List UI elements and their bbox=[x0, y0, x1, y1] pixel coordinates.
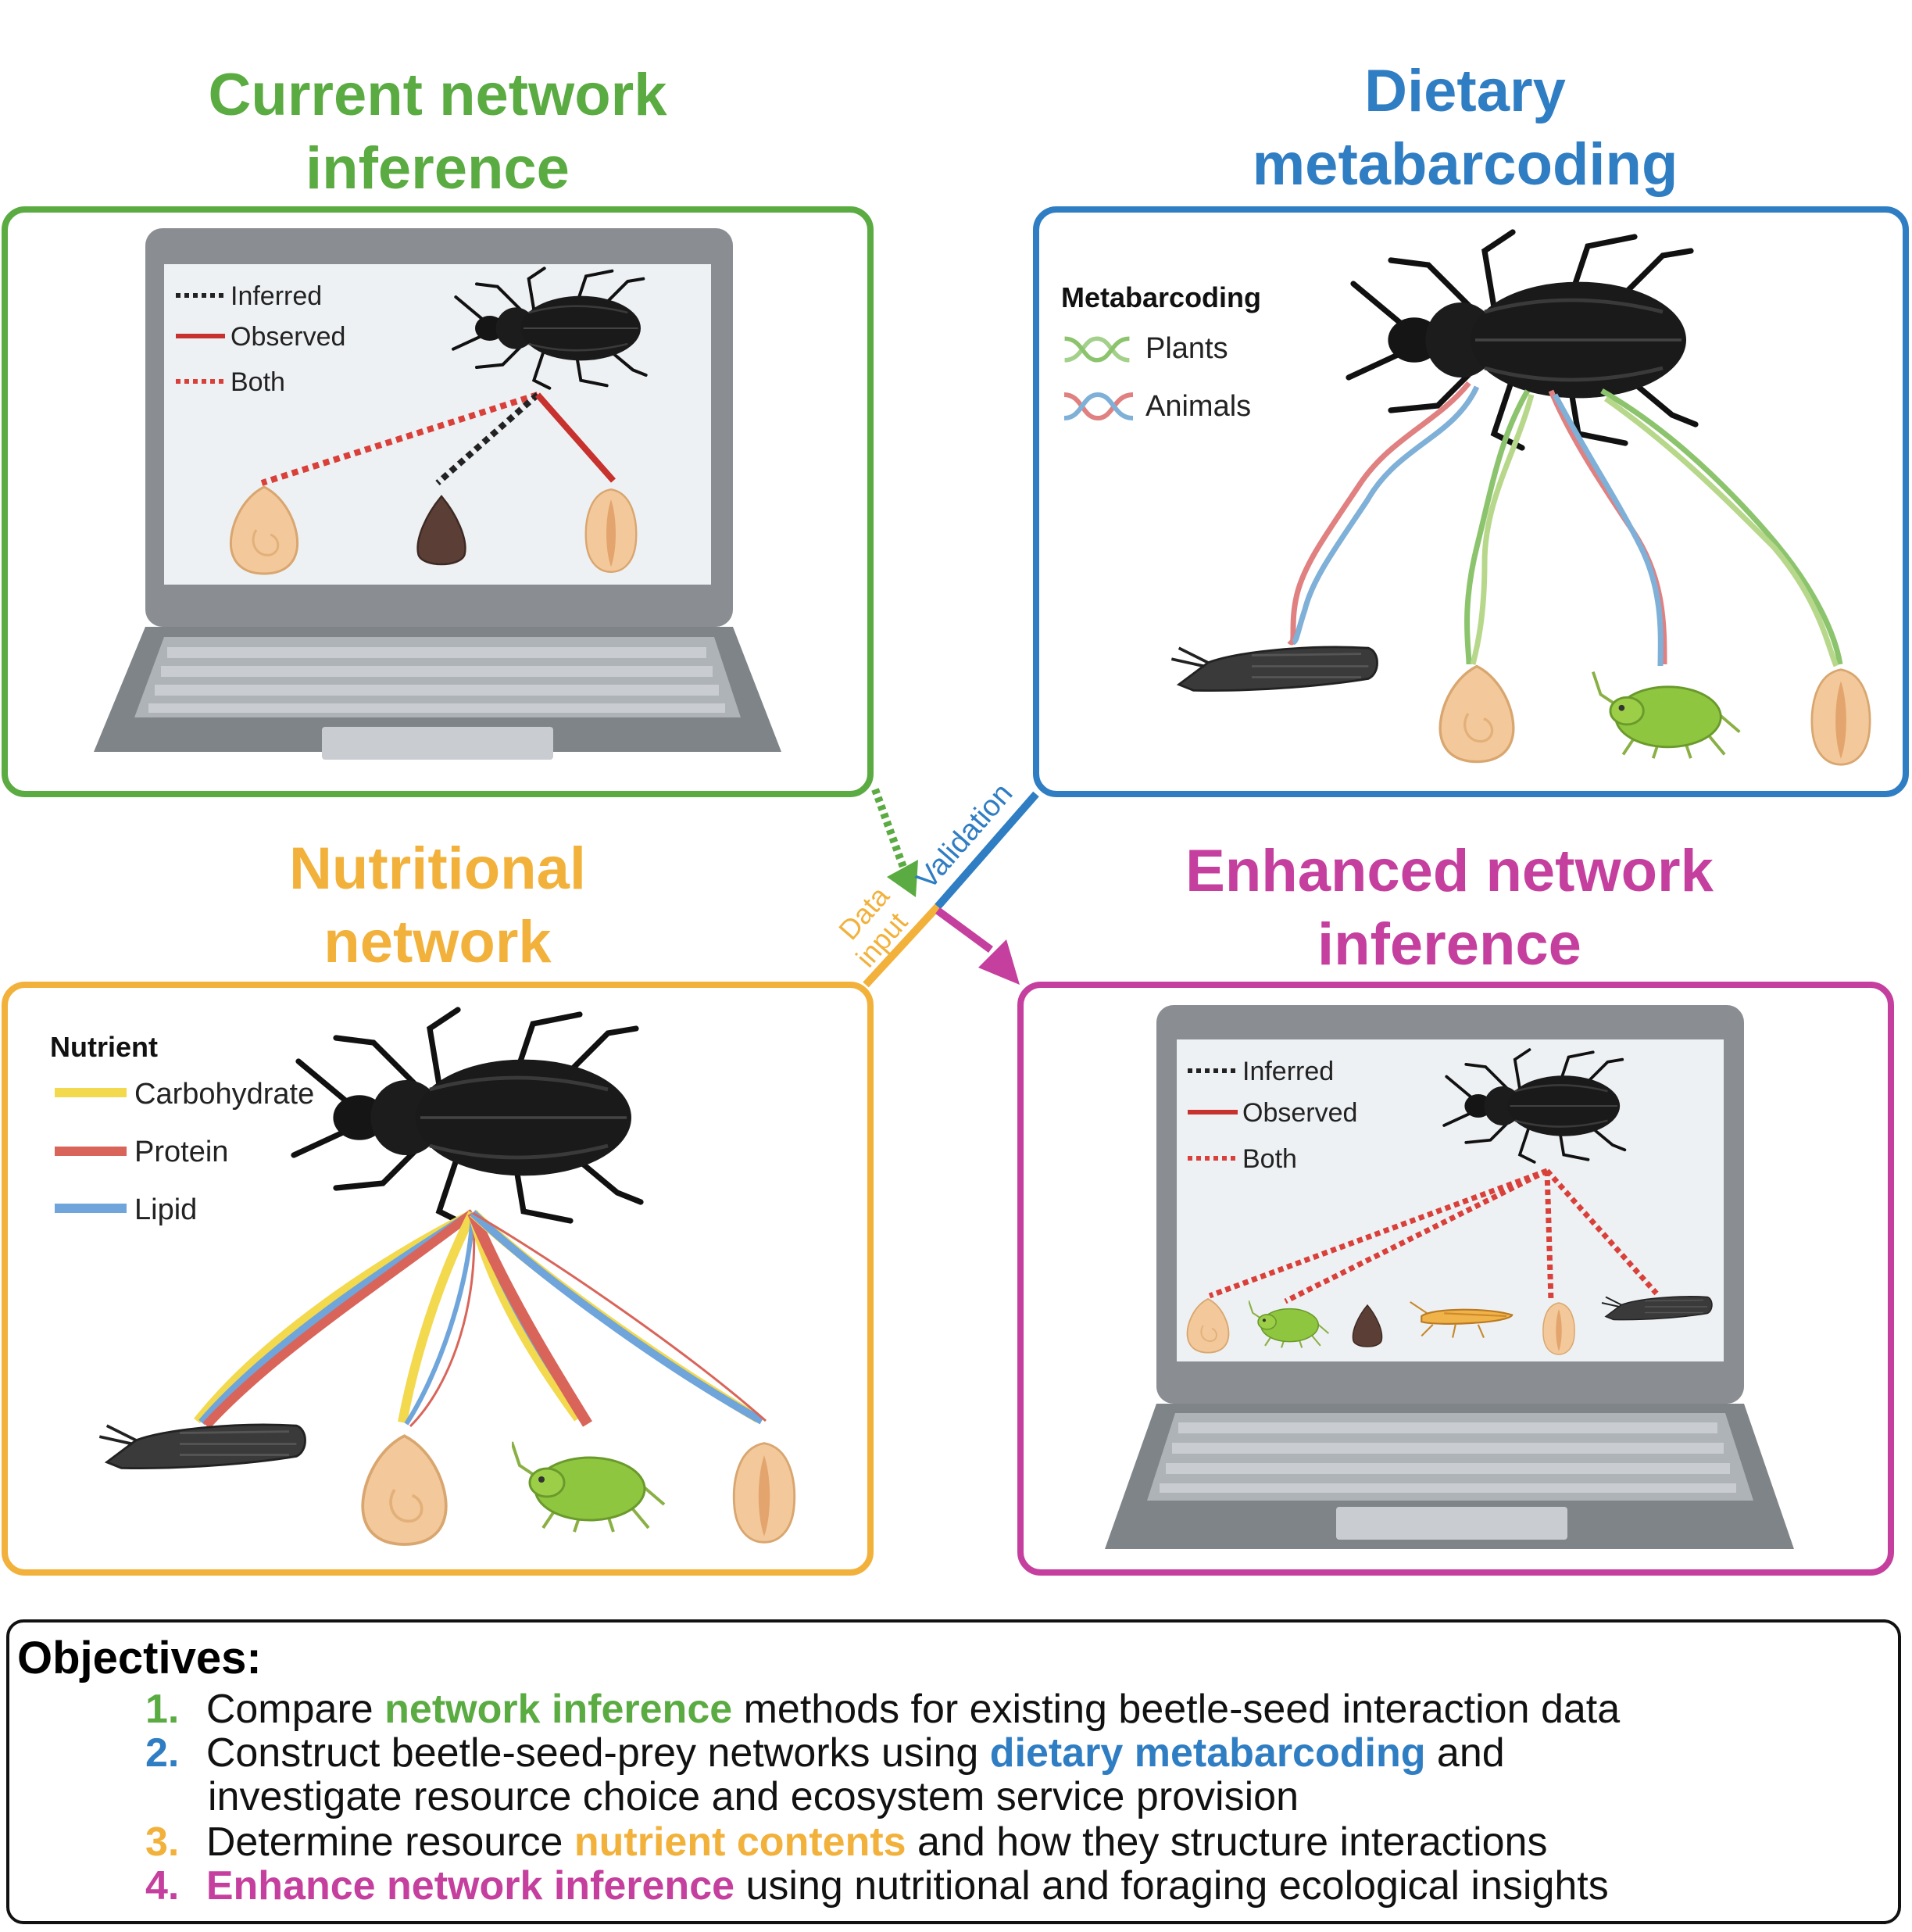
nutritional-legend-title: Nutrient bbox=[50, 1031, 158, 1063]
link-inferred bbox=[435, 392, 540, 485]
objective-3-highlight: nutrient contents bbox=[574, 1819, 906, 1865]
dietary-legend: Metabarcoding Plants Animals bbox=[1061, 281, 1261, 423]
nutritional-seed-long-icon bbox=[732, 1441, 796, 1544]
data-input-arrow-shaft bbox=[871, 788, 909, 873]
objective-2-highlight: dietary metabarcoding bbox=[989, 1730, 1426, 1776]
objective-4-number: 4. bbox=[145, 1863, 180, 1909]
enh-legend-inferred-label: Inferred bbox=[1242, 1057, 1334, 1086]
nutritional-beetle-icon bbox=[294, 1010, 641, 1225]
legend-observed-label: Observed bbox=[231, 322, 345, 352]
current-title: Current network inference bbox=[117, 59, 758, 206]
connector: Validation Data input bbox=[832, 778, 1039, 988]
dietary-aphid-icon bbox=[1591, 670, 1742, 760]
dietary-legend-title: Metabarcoding bbox=[1061, 281, 1261, 313]
enh-legend-observed-label: Observed bbox=[1242, 1098, 1357, 1128]
objectives-title: Objectives: bbox=[17, 1633, 262, 1683]
nutritional-seed-round-icon bbox=[361, 1434, 448, 1546]
enhanced-legend: Inferred Observed Both bbox=[1188, 1057, 1357, 1174]
legend-animals-label: Animals bbox=[1145, 390, 1251, 423]
dietary-title-line1: Dietary bbox=[1364, 58, 1566, 124]
objective-3-post: and how they structure interactions bbox=[906, 1819, 1548, 1865]
enhanced-panel-frame bbox=[1017, 982, 1894, 1576]
objective-3-pre: Determine resource bbox=[205, 1819, 574, 1865]
objective-2-number: 2. bbox=[145, 1730, 180, 1776]
objective-1: 1. Compare network inference methods for… bbox=[145, 1687, 1620, 1732]
legend-carbohydrate-label: Carbohydrate bbox=[134, 1078, 314, 1111]
data-input-arrow-head bbox=[887, 860, 918, 897]
dietary-title: Dietary metabarcoding bbox=[1125, 55, 1805, 202]
legend-plants-label: Plants bbox=[1145, 332, 1228, 365]
objective-1-number: 1. bbox=[145, 1687, 180, 1732]
nutritional-title: Nutritional network bbox=[117, 832, 758, 979]
enhanced-links bbox=[1208, 1168, 1659, 1304]
objective-4-post: using nutritional and foraging ecologica… bbox=[734, 1863, 1609, 1909]
link-both bbox=[260, 392, 539, 486]
enhanced-title-line2: inference bbox=[1317, 911, 1581, 978]
plants-dna-icon bbox=[1065, 338, 1130, 360]
enhanced-seed-long-icon bbox=[1542, 1302, 1576, 1355]
diagram-canvas: Inferred Observed Both Metabarcoding Pla… bbox=[2, 206, 1909, 1576]
nutritional-slug-icon bbox=[98, 1423, 307, 1470]
legend-both-label: Both bbox=[231, 367, 285, 397]
objectives-box bbox=[6, 1619, 1901, 1924]
current-legend: Inferred Observed Both bbox=[176, 281, 345, 397]
nutritional-legend: Nutrient Carbohydrate Protein Lipid bbox=[50, 1031, 314, 1226]
nutritional-panel-frame bbox=[2, 982, 874, 1576]
current-panel-frame bbox=[2, 206, 874, 797]
dietary-panel-frame bbox=[1033, 206, 1909, 797]
seed-long-icon bbox=[584, 488, 638, 574]
current-laptop bbox=[94, 228, 781, 760]
legend-lipid-label: Lipid bbox=[134, 1193, 197, 1226]
objective-1-post: methods for existing beetle-seed interac… bbox=[732, 1687, 1621, 1732]
current-title-line1: Current network bbox=[208, 62, 667, 128]
dietary-seed-round-icon bbox=[1438, 664, 1515, 764]
enhanced-arrow-shaft bbox=[935, 907, 993, 953]
objective-3-number: 3. bbox=[145, 1819, 180, 1865]
nutritional-title-line2: network bbox=[323, 909, 552, 975]
animals-dna-icon bbox=[1063, 392, 1134, 421]
legend-protein-label: Protein bbox=[134, 1136, 228, 1168]
link-observed bbox=[534, 392, 616, 483]
objective-4: 4. Enhance network inference using nutri… bbox=[145, 1863, 1609, 1909]
objective-3: 3. Determine resource nutrient contents … bbox=[145, 1819, 1547, 1865]
objective-1-highlight: network inference bbox=[384, 1687, 733, 1732]
enh-legend-both-label: Both bbox=[1242, 1144, 1297, 1174]
objective-2-continued: investigate resource choice and ecosyste… bbox=[208, 1774, 1299, 1819]
dietary-seed-long-icon bbox=[1810, 668, 1871, 766]
objective-2-pre: Construct beetle-seed-prey networks usin… bbox=[205, 1730, 990, 1776]
objective-2-post: and bbox=[1425, 1730, 1505, 1776]
dietary-dna-strands bbox=[1287, 381, 1843, 667]
current-links bbox=[260, 392, 616, 486]
enhanced-arrow-head bbox=[978, 939, 1020, 985]
nutrient-links bbox=[194, 1209, 767, 1429]
objective-4-highlight: Enhance network inference bbox=[205, 1863, 735, 1909]
dietary-slug-icon bbox=[1170, 646, 1379, 692]
enhanced-title-line1: Enhanced network bbox=[1185, 838, 1714, 904]
data-input-line bbox=[863, 903, 941, 988]
objective-1-pre: Compare bbox=[205, 1687, 385, 1732]
objective-2: 2. Construct beetle-seed-prey networks u… bbox=[145, 1730, 1505, 1776]
current-title-line2: inference bbox=[306, 135, 570, 202]
enhanced-laptop bbox=[1105, 1005, 1794, 1549]
legend-inferred-label: Inferred bbox=[231, 281, 322, 311]
objective-2-continued-text: investigate resource choice and ecosyste… bbox=[208, 1774, 1299, 1819]
nutritional-title-line1: Nutritional bbox=[289, 835, 586, 902]
validation-line bbox=[935, 791, 1039, 910]
dietary-title-line2: metabarcoding bbox=[1252, 131, 1678, 198]
nutritional-aphid-icon bbox=[512, 1440, 666, 1533]
enhanced-title: Enhanced network inference bbox=[1078, 835, 1821, 982]
